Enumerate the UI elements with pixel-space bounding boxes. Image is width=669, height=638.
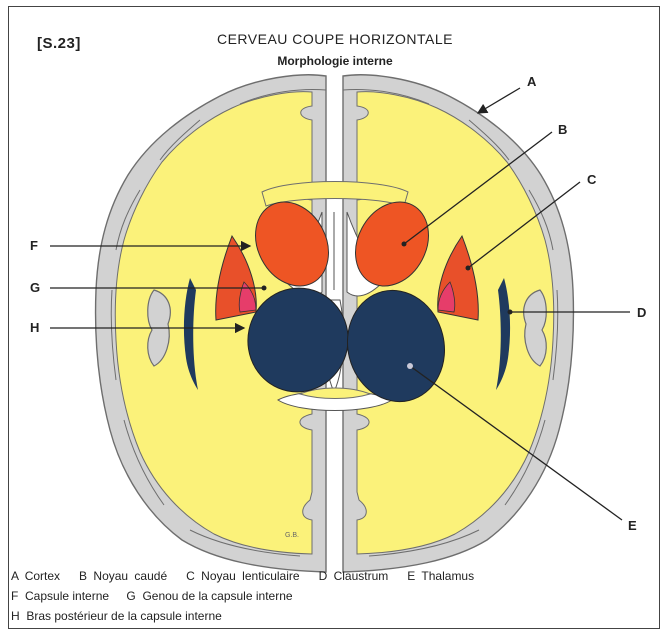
legend-text-e: Thalamus <box>421 569 474 583</box>
legend-line-3: H Bras postérieur de la capsule interne <box>11 609 222 623</box>
leader-b-dot <box>402 242 407 247</box>
leader-g-dot <box>262 286 267 291</box>
legend-key-a: A <box>11 569 18 583</box>
legend-key-c: C <box>186 569 195 583</box>
legend-key-b: B <box>79 569 87 583</box>
legend-text-c: Noyau lenticulaire <box>201 569 299 583</box>
author-signature: G.B. <box>285 532 299 539</box>
label-a: A <box>527 74 537 89</box>
leader-e-dot <box>407 363 413 369</box>
legend-text-b: Noyau caudé <box>93 569 167 583</box>
legend-key-h: H <box>11 609 20 623</box>
label-b: B <box>558 122 567 137</box>
legend-key-g: G <box>126 589 135 603</box>
legend-text-g: Genou de la capsule interne <box>142 589 292 603</box>
label-e: E <box>628 518 637 533</box>
legend-text-f: Capsule interne <box>25 589 109 603</box>
leader-a <box>478 88 520 113</box>
label-h: H <box>30 320 39 335</box>
legend-line-1: A Cortex B Noyau caudé C Noyau lenticula… <box>11 569 474 583</box>
leader-c-dot <box>466 266 471 271</box>
legend-line-2: F Capsule interne G Genou de la capsule … <box>11 589 293 603</box>
label-c: C <box>587 172 597 187</box>
legend-key-e: E <box>407 569 415 583</box>
legend-key-f: F <box>11 589 18 603</box>
legend-key-d: D <box>319 569 328 583</box>
legend-text-d: Claustrum <box>334 569 389 583</box>
label-g: G <box>30 280 40 295</box>
label-f: F <box>30 238 38 253</box>
label-d: D <box>637 305 646 320</box>
legend-text-h: Bras postérieur de la capsule interne <box>26 609 221 623</box>
legend-text-a: Cortex <box>25 569 60 583</box>
leader-d-dot <box>508 310 513 315</box>
